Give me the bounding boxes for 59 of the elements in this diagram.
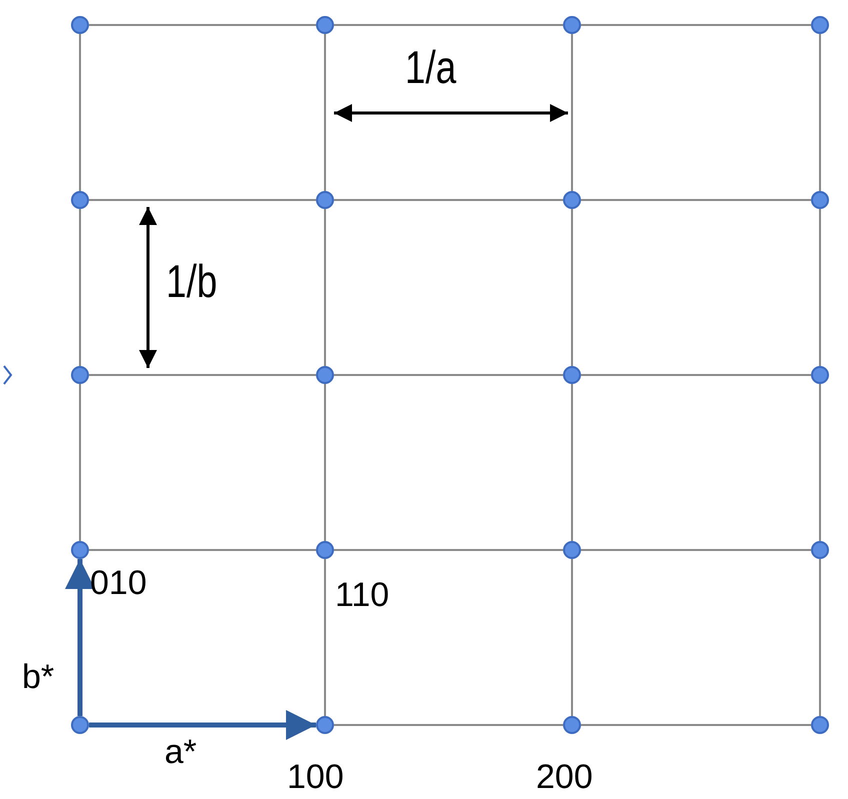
grid-line — [324, 34, 326, 191]
lattice-point — [71, 716, 89, 734]
dimension-label: 1/b — [166, 258, 218, 304]
dimension-label: 1/a — [405, 44, 456, 90]
lattice-point — [316, 366, 334, 384]
grid-line — [334, 549, 563, 551]
lattice-point — [71, 16, 89, 34]
lattice-point — [811, 191, 829, 209]
lattice-point — [563, 541, 581, 559]
lattice-point — [563, 191, 581, 209]
grid-line — [571, 384, 573, 541]
lattice-point — [316, 16, 334, 34]
grid-line — [334, 724, 563, 726]
grid-line — [89, 374, 316, 376]
lattice-point — [563, 716, 581, 734]
miller-index-label: 100 — [287, 760, 344, 794]
grid-line — [819, 384, 821, 541]
arrow — [65, 559, 95, 716]
grid-line — [571, 209, 573, 366]
lattice-point — [811, 716, 829, 734]
edge-label: a* — [164, 735, 197, 769]
grid-line — [89, 549, 316, 551]
lattice-point — [316, 191, 334, 209]
grid-line — [89, 199, 316, 201]
grid-line — [324, 384, 326, 541]
grid-line — [581, 549, 811, 551]
grid-line — [571, 34, 573, 191]
miller-index-label: 200 — [536, 760, 593, 794]
grid-line — [819, 34, 821, 191]
grid-line — [79, 209, 81, 366]
grid-line — [581, 374, 811, 376]
lattice-point — [71, 191, 89, 209]
grid-line — [581, 199, 811, 201]
lattice-point — [811, 366, 829, 384]
grid-line — [324, 559, 326, 716]
grid-line — [334, 199, 563, 201]
grid-line — [581, 24, 811, 26]
grid-line — [79, 34, 81, 191]
lattice-point — [563, 16, 581, 34]
lattice-point — [316, 716, 334, 734]
grid-line — [324, 209, 326, 366]
lattice-point — [563, 366, 581, 384]
grid-line — [334, 374, 563, 376]
lattice-point — [811, 16, 829, 34]
grid-line — [79, 384, 81, 541]
miller-index-label: 110 — [335, 578, 390, 612]
grid-line — [334, 24, 563, 26]
grid-line — [89, 24, 316, 26]
arrow — [89, 710, 316, 740]
lattice-point — [316, 541, 334, 559]
lattice-point — [811, 541, 829, 559]
lattice-point — [71, 541, 89, 559]
lattice-point — [71, 366, 89, 384]
grid-line — [581, 724, 811, 726]
edge-label: b* — [22, 660, 54, 694]
grid-line — [819, 209, 821, 366]
miller-index-label: 010 — [90, 566, 147, 600]
grid-line — [571, 559, 573, 716]
grid-line — [819, 559, 821, 716]
